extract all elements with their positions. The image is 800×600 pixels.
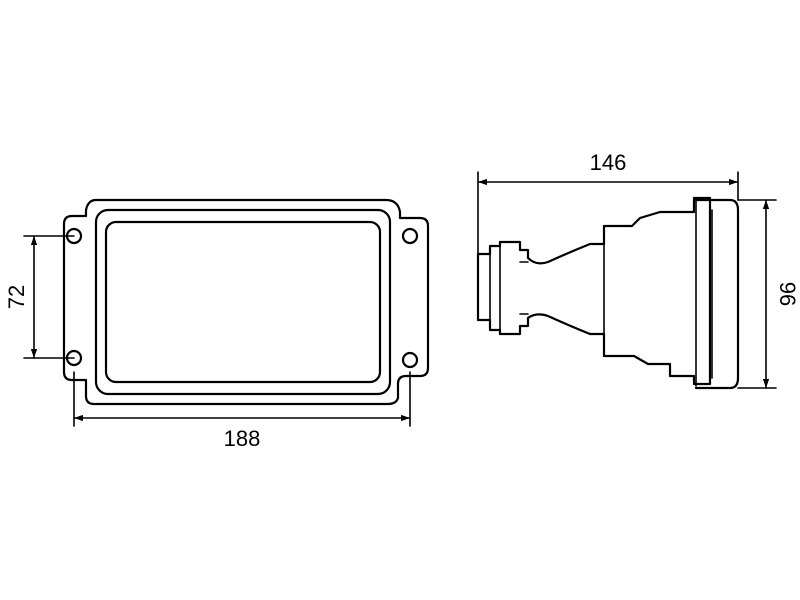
side-connector-body	[476, 196, 712, 386]
side-view: 146 96	[476, 150, 800, 390]
front-lens	[104, 220, 382, 384]
front-flange-outline	[62, 198, 430, 406]
dimension-72-label: 72	[4, 285, 29, 309]
dimension-146-label: 146	[590, 150, 627, 175]
side-connector-detail	[489, 243, 605, 357]
front-view: 72 188	[4, 198, 430, 451]
dimension-96: 96	[737, 199, 800, 389]
front-bezel	[94, 208, 392, 396]
dimension-146: 146	[477, 150, 739, 255]
dimension-188: 188	[73, 371, 411, 451]
dimension-188-label: 188	[224, 426, 261, 451]
dimension-72: 72	[4, 235, 75, 359]
dimension-96-label: 96	[775, 282, 800, 306]
mount-hole-bottom-right	[401, 351, 419, 369]
mount-hole-top-right	[401, 227, 419, 245]
side-lens-housing	[694, 198, 740, 390]
